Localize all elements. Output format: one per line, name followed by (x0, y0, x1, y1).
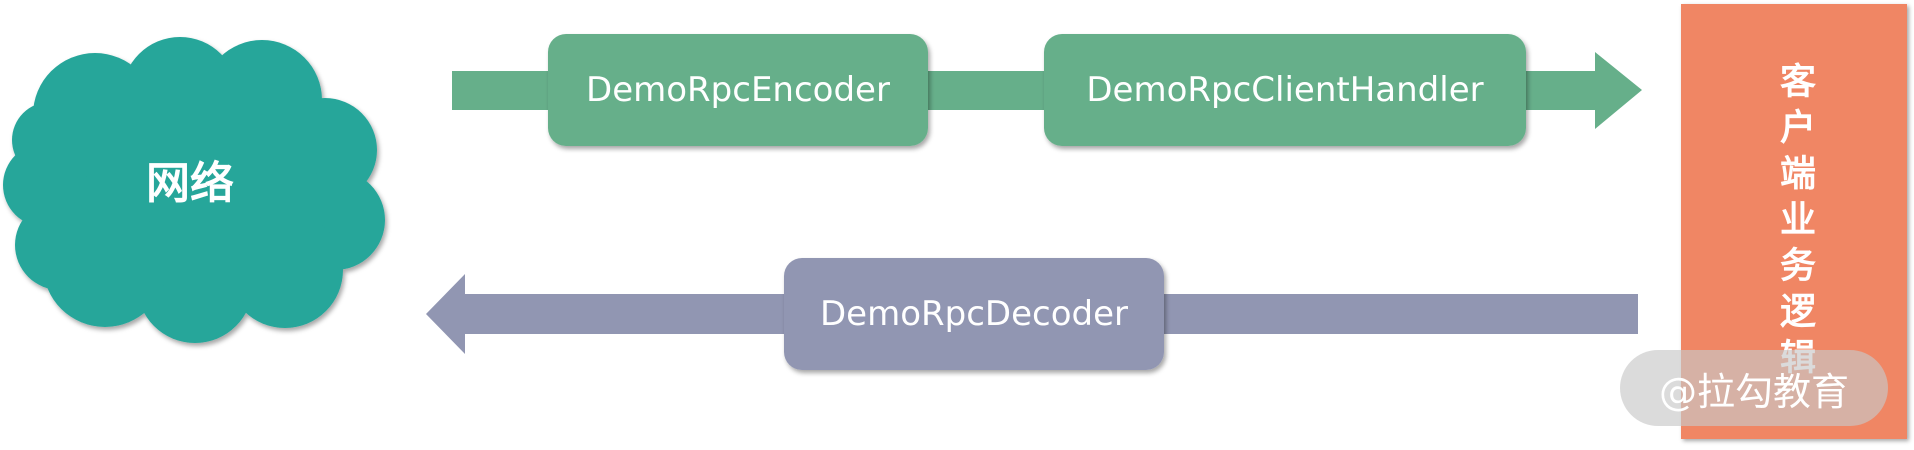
decoder-label: DemoRpcDecoder (820, 294, 1128, 334)
watermark: @拉勾教育 (1620, 350, 1888, 426)
client-business-label: 客户端业务逻辑 (1774, 62, 1815, 384)
network-cloud (3, 37, 385, 343)
decoder-box (784, 258, 1164, 370)
client-handler-label: DemoRpcClientHandler (1086, 70, 1483, 110)
encoder-box (548, 34, 928, 146)
network-label: 网络 (146, 158, 234, 209)
encoder-label: DemoRpcEncoder (586, 70, 890, 110)
client-handler-box (1044, 34, 1526, 146)
